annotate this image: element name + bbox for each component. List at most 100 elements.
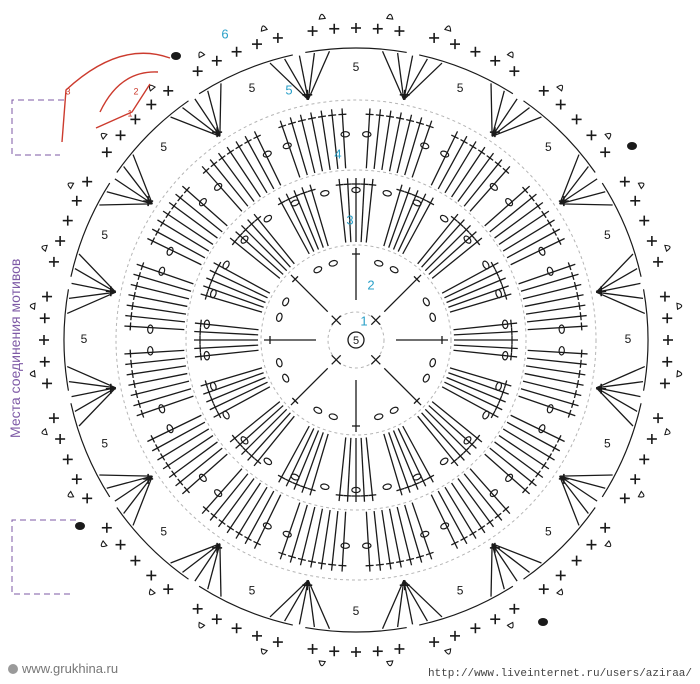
- dc-crossbar: [209, 276, 215, 285]
- fan-stitch: [298, 580, 309, 625]
- dc-stitch: [498, 435, 550, 470]
- dc-stitch: [444, 141, 477, 194]
- dc-stitch: [506, 421, 561, 452]
- plus-stitch: [538, 584, 549, 595]
- row-2-stitches: [264, 248, 448, 432]
- chain-stitch: [558, 324, 565, 335]
- plus-stitch: [192, 603, 203, 614]
- dc-crossbar: [497, 395, 503, 404]
- dc-stitch: [498, 210, 550, 245]
- dc-stitch: [128, 372, 188, 386]
- chain-stitch: [546, 266, 554, 276]
- dc-crossbar: [486, 519, 494, 525]
- picot: [604, 132, 612, 141]
- dc-stitch: [444, 269, 503, 299]
- dc-stitch: [330, 510, 339, 571]
- chain-5-arch: [70, 182, 111, 277]
- chain-stitch: [489, 182, 499, 191]
- dc-stitch: [247, 412, 291, 461]
- chain-stitch: [361, 131, 372, 138]
- dc-stitch: [453, 330, 518, 336]
- dc-crossbar: [248, 220, 256, 228]
- dc-stitch: [489, 447, 537, 487]
- picot: [664, 427, 671, 436]
- dc-stitch: [209, 473, 249, 521]
- chain-5-count: 5: [457, 81, 464, 95]
- dc-stitch: [194, 330, 259, 336]
- dc-crossbar: [204, 291, 209, 300]
- chain-stitch: [382, 483, 392, 491]
- dc-crossbar: [328, 563, 337, 566]
- dc-crossbar: [425, 551, 434, 556]
- picot: [676, 369, 683, 378]
- chain-stitch: [282, 373, 290, 383]
- dc-stitch: [527, 349, 588, 355]
- dc-stitch: [453, 349, 518, 358]
- fan-stitch: [559, 475, 598, 502]
- chain-stitch: [412, 473, 422, 481]
- dc-crossbar: [177, 478, 184, 486]
- dc-stitch: [217, 478, 255, 528]
- fan-stitch: [596, 387, 641, 398]
- fan-stitch: [74, 387, 117, 412]
- fan-stitch: [490, 83, 493, 137]
- dc-stitch: [489, 193, 537, 233]
- dc-stitch: [526, 314, 587, 323]
- fan-stitch: [106, 475, 153, 489]
- dc-stitch: [310, 508, 324, 568]
- dc-crossbar: [132, 291, 136, 300]
- row-1-stitches: [331, 315, 381, 365]
- globe-icon: [8, 664, 18, 674]
- dc-stitch: [124, 325, 185, 331]
- dc-stitch: [151, 421, 206, 452]
- dc-crossbar: [456, 220, 464, 228]
- chain-stitch: [320, 483, 330, 491]
- source-url-watermark: http://www.liveinternet.ru/users/aziraa/: [427, 668, 692, 680]
- fan-stitch: [403, 55, 414, 100]
- dc-stitch: [527, 325, 588, 331]
- dc-crossbar: [494, 403, 500, 412]
- dc-crossbar: [307, 188, 316, 193]
- dc-stitch: [411, 502, 433, 560]
- dc-stitch: [520, 388, 579, 407]
- dc-stitch: [525, 365, 586, 376]
- dc-crossbar: [535, 202, 541, 210]
- dc-crossbar: [426, 200, 435, 206]
- plus-stitch: [82, 176, 93, 187]
- dc-stitch: [330, 109, 339, 170]
- chain-stitch: [546, 404, 554, 414]
- plus-stitch: [571, 114, 582, 125]
- picot: [100, 132, 108, 141]
- chain-stitch: [262, 150, 272, 158]
- dc-crossbar: [165, 461, 171, 470]
- fan-stitch: [123, 475, 153, 514]
- fan-stitch: [269, 579, 309, 618]
- fan-stitch: [596, 282, 641, 293]
- dc-crossbar: [226, 525, 235, 531]
- plus-stitch: [163, 85, 174, 96]
- dc-stitch: [209, 159, 249, 207]
- dc-crossbar: [277, 200, 286, 206]
- row-3-stitches: [194, 178, 518, 502]
- plus-stitch: [211, 614, 222, 625]
- dc-crossbar: [570, 399, 575, 409]
- dc-stitch: [279, 120, 301, 178]
- dc-crossbar: [477, 525, 486, 531]
- fan-stitch: [491, 107, 530, 137]
- chain-5-count: 5: [81, 332, 88, 346]
- plus-stitch: [429, 32, 440, 43]
- dc-stitch: [299, 114, 316, 174]
- plus-stitch: [211, 55, 222, 66]
- plus-stitch: [115, 539, 126, 550]
- fan-stitch: [559, 203, 613, 206]
- dc-crossbar: [541, 210, 547, 219]
- chain-5-count: 5: [545, 525, 552, 539]
- dc-stitch: [502, 428, 555, 461]
- row-5-stitches: [63, 47, 649, 633]
- dc-crossbar: [535, 470, 541, 478]
- dc-crossbar: [385, 115, 395, 118]
- dc-stitch: [404, 117, 423, 176]
- dc-stitch: [126, 304, 187, 315]
- chain-stitch: [290, 473, 300, 481]
- dc-stitch: [451, 146, 486, 198]
